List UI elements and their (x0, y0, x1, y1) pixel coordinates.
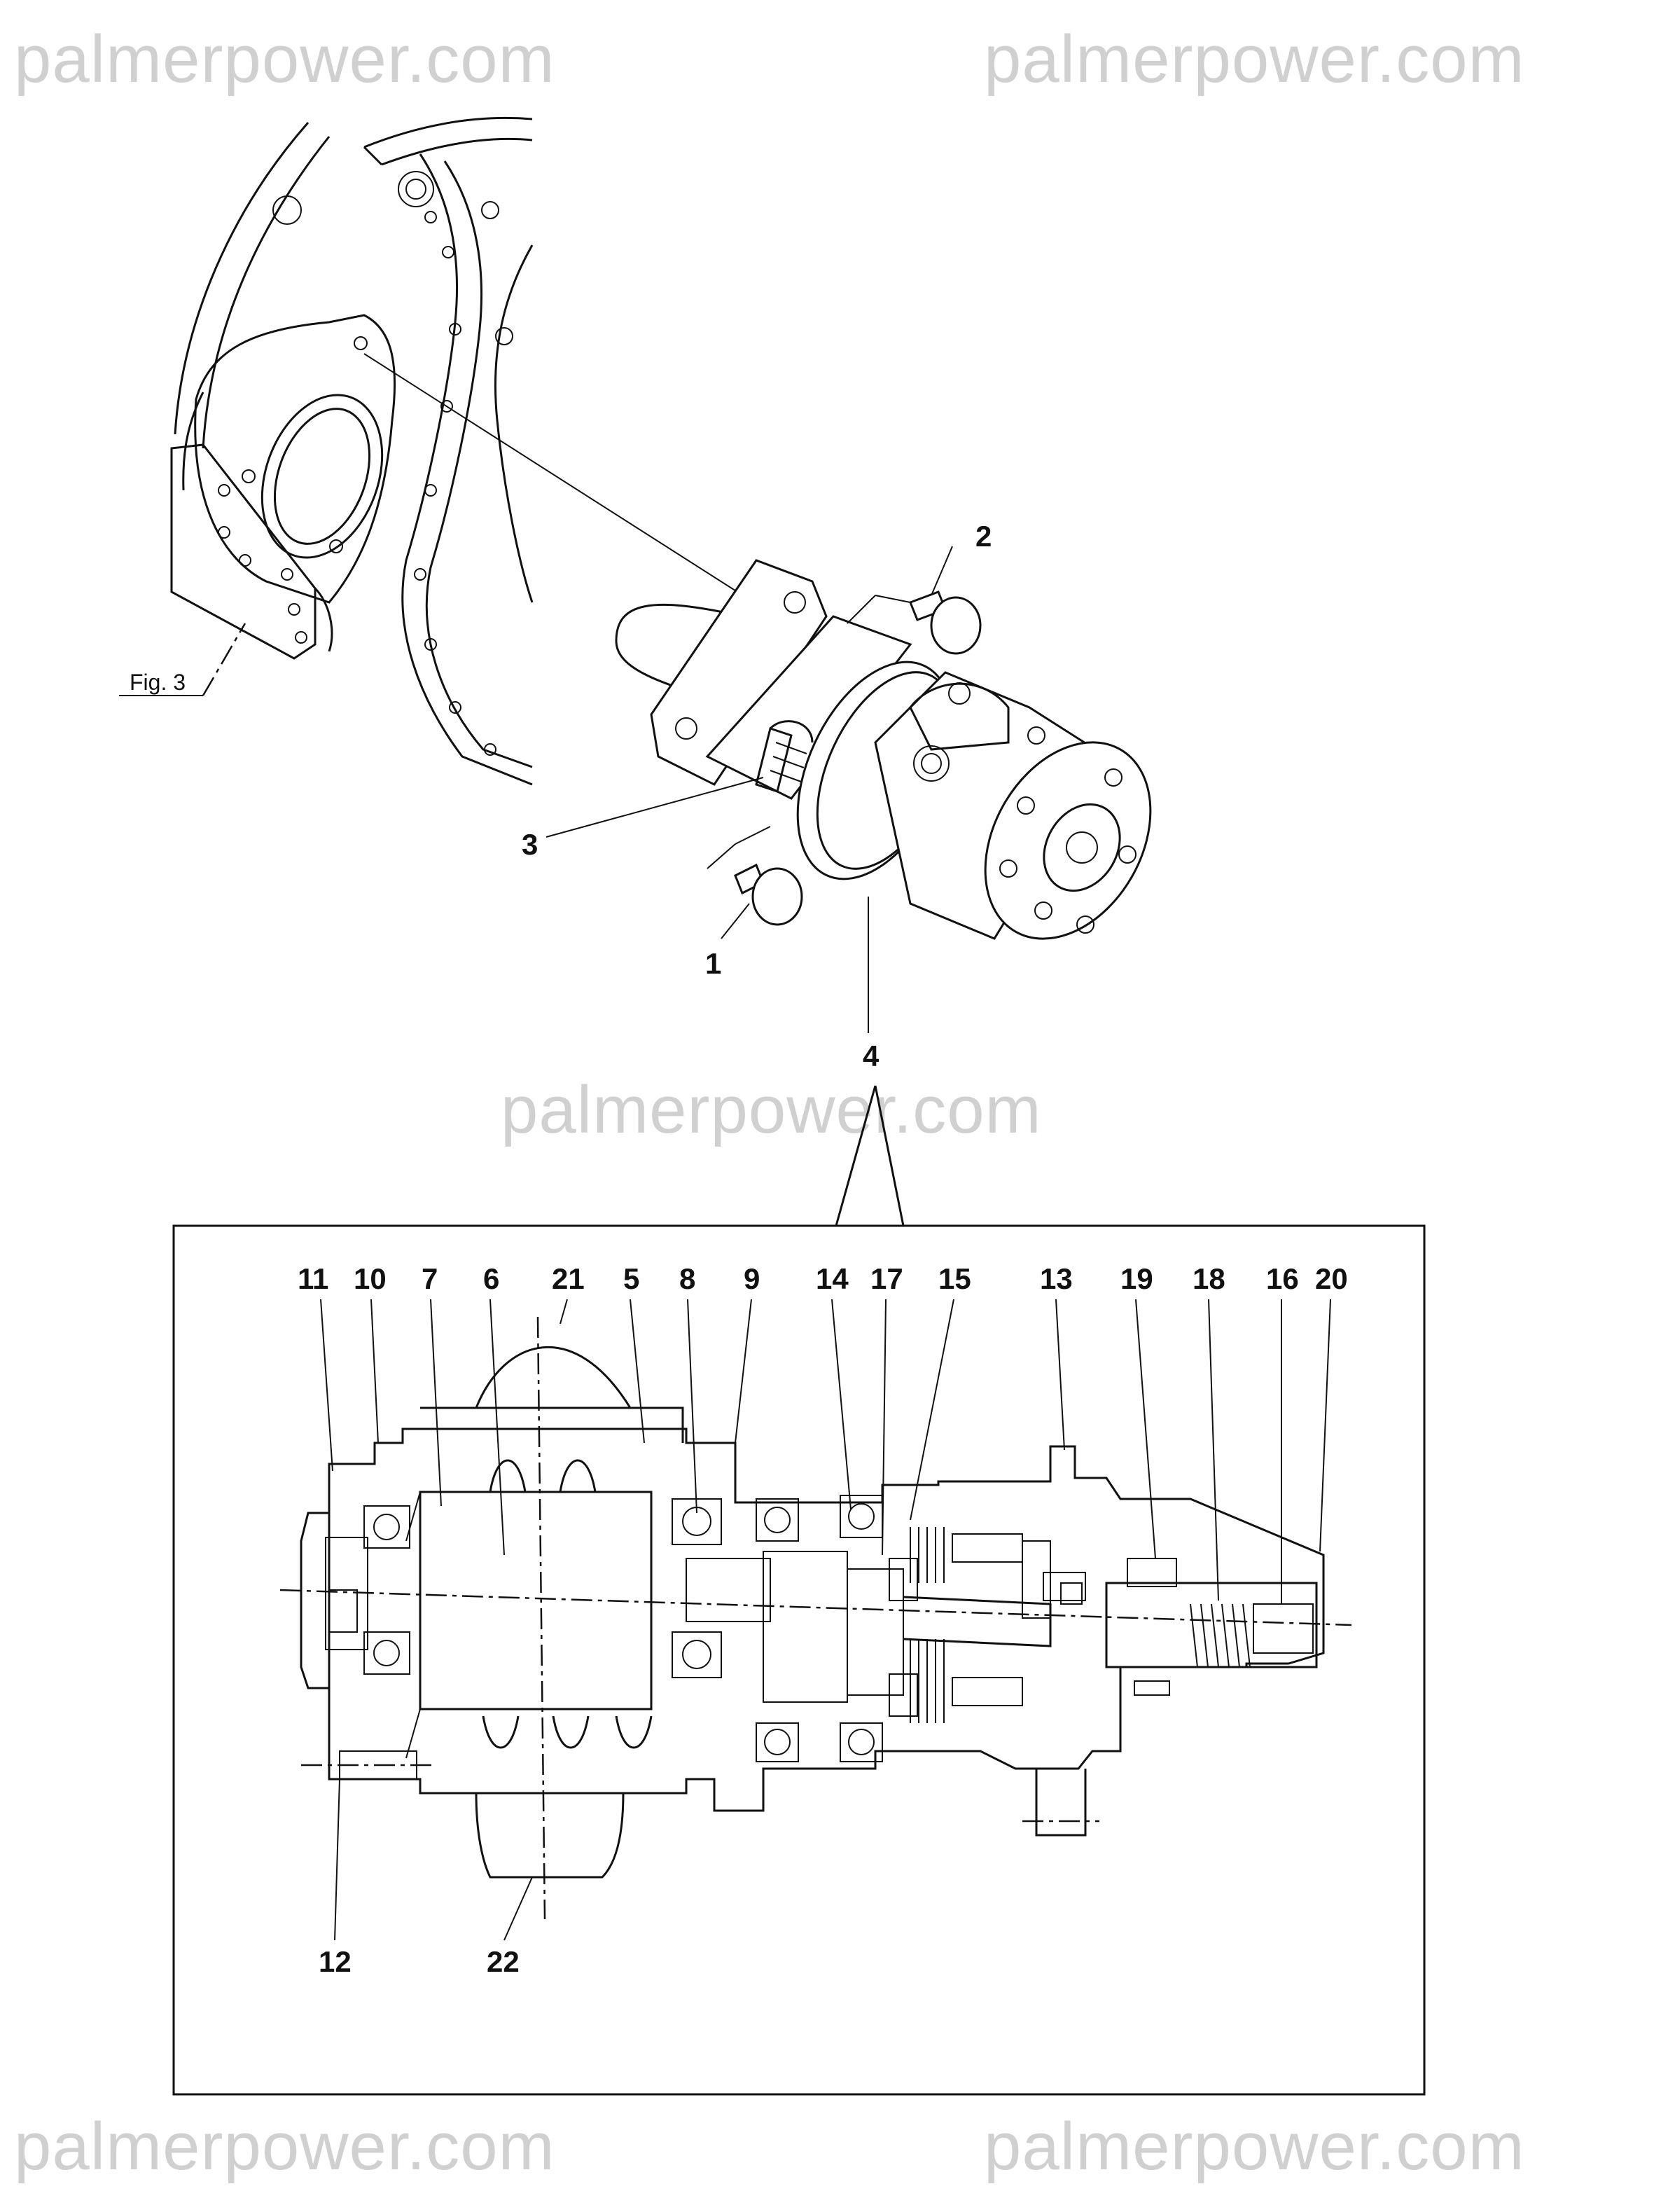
mounting-leader-line (363, 353, 771, 614)
bolt-item-2 (847, 546, 982, 655)
callout-10: 10 (354, 1262, 387, 1295)
callout-22: 22 (487, 1945, 520, 1978)
callout-17: 17 (870, 1262, 903, 1295)
callout-8: 8 (679, 1262, 695, 1295)
callout-20: 20 (1315, 1262, 1348, 1295)
callout-9: 9 (744, 1262, 760, 1295)
callout-12: 12 (319, 1945, 352, 1978)
fig-3-label: Fig. 3 (130, 670, 186, 695)
clutch-plates (910, 1527, 1023, 1723)
watermark-top-right: palmerpower.com (984, 22, 1525, 97)
watermark-middle: palmerpower.com (501, 1072, 1042, 1147)
bolt-item-1 (707, 826, 803, 939)
callout-18: 18 (1193, 1262, 1225, 1295)
callout-6: 6 (483, 1262, 499, 1295)
section-leader-lines (320, 1299, 1331, 1941)
watermark-bottom-left: palmerpower.com (14, 2109, 555, 2184)
callout-3: 3 (522, 828, 538, 861)
callout-14: 14 (816, 1262, 849, 1295)
sectional-view-frame (172, 1224, 1426, 2096)
detail-callout-pointer (835, 1085, 905, 1226)
callout-7: 7 (422, 1262, 438, 1295)
starter-motor (615, 559, 1152, 940)
pinion-spring (1190, 1603, 1251, 1668)
fig-3-reference: Fig. 3 (119, 623, 246, 696)
watermark-top-left: palmerpower.com (14, 22, 555, 97)
watermark-bottom-right: palmerpower.com (984, 2109, 1525, 2184)
callout-15: 15 (938, 1262, 971, 1295)
adapter-plate (170, 443, 333, 660)
starter-mounting-flange (182, 314, 396, 604)
callout-11: 11 (298, 1262, 328, 1295)
callout-5: 5 (623, 1262, 639, 1295)
callout-13: 13 (1040, 1262, 1073, 1295)
starter-cross-section (279, 1316, 1352, 1920)
engine-flywheel-housing (174, 116, 534, 786)
callout-2: 2 (975, 520, 992, 553)
callout-19: 19 (1120, 1262, 1153, 1295)
callout-16: 16 (1266, 1262, 1299, 1295)
callout-21: 21 (552, 1262, 585, 1295)
leader-item-3 (545, 777, 764, 838)
callout-1: 1 (705, 947, 721, 980)
callout-4: 4 (863, 1039, 880, 1072)
